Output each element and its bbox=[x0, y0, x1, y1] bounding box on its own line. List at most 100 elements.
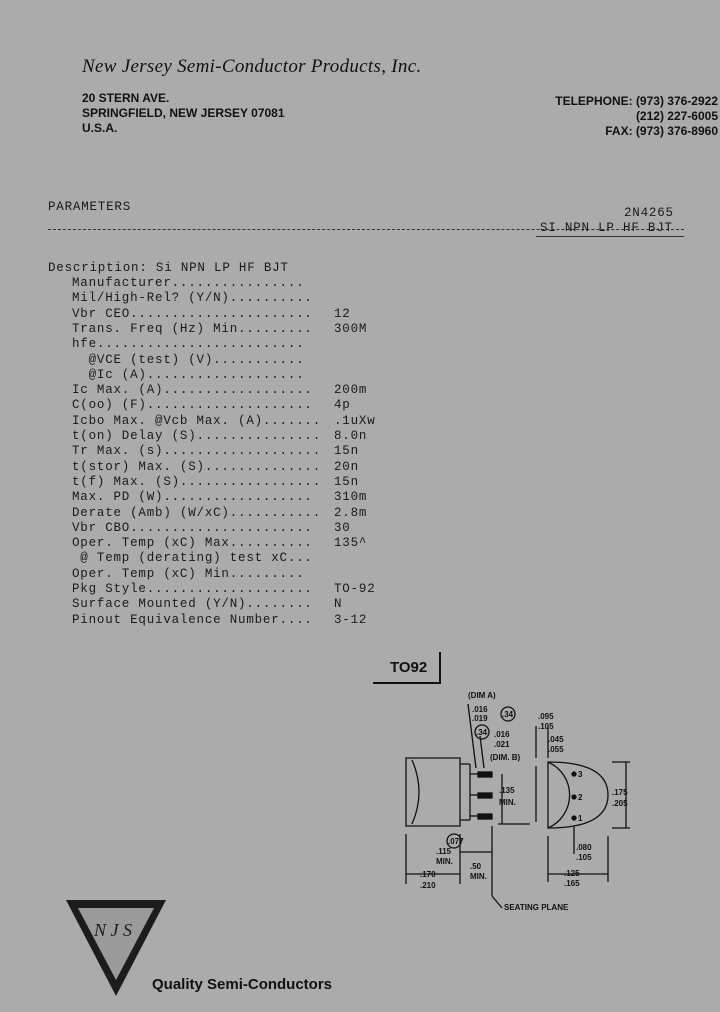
dim-label: MIN. bbox=[436, 857, 453, 866]
parameter-value: 200m bbox=[334, 383, 368, 398]
parameter-label: Vbr CEO...................... bbox=[72, 306, 313, 321]
parameter-value: 300M bbox=[334, 321, 368, 336]
dim-label: .135 bbox=[499, 786, 515, 795]
parameter-label: Mil/High-Rel? (Y/N).......... bbox=[72, 291, 313, 306]
parameters-label: PARAMETERS bbox=[48, 200, 132, 214]
parameter-row: t(stor) Max. (S).............. 20n bbox=[72, 459, 358, 475]
divider-line bbox=[48, 229, 684, 230]
dim-label: .095 bbox=[538, 712, 554, 721]
parameter-row: hfe......................... bbox=[72, 337, 304, 352]
parameter-row: Tr Max. (s)................... 15n bbox=[72, 444, 358, 459]
telephone-line: (212) 227-6005 bbox=[635, 109, 718, 123]
address-line: 20 STERN AVE. bbox=[82, 91, 170, 105]
pin-label: 1 bbox=[578, 814, 583, 823]
parameter-row: Derate (Amb) (W/xC)........... 2.8m bbox=[72, 505, 366, 521]
parameter-label: t(f) Max. (S)................. bbox=[72, 474, 322, 489]
parameter-value: 8.0n bbox=[334, 429, 368, 443]
to92-outline-diagram: (DIM A) .016 .019 .34 .34 .016 .021 (DIM… bbox=[405, 691, 630, 912]
dim-label: .045 bbox=[548, 735, 564, 744]
address-line: U.S.A. bbox=[82, 121, 118, 135]
parameter-row: Oper. Temp (xC) Max.......... 135^ bbox=[72, 536, 366, 551]
njs-triangle-logo: N J S bbox=[66, 900, 166, 996]
summary-underline bbox=[536, 236, 684, 237]
pin-label: 3 bbox=[578, 770, 583, 779]
pin-label: 2 bbox=[578, 793, 583, 802]
parameter-row: @ Temp (derating) test xC... bbox=[72, 551, 313, 566]
tagline: Quality Semi-Conductors bbox=[152, 976, 333, 993]
dim-label: .210 bbox=[420, 881, 436, 890]
parameter-label: Derate (Amb) (W/xC)........... bbox=[72, 505, 322, 520]
parameter-value: 15n bbox=[334, 444, 359, 459]
parameter-value: 2.8m bbox=[334, 505, 368, 520]
parameter-row: Trans. Freq (Hz) Min......... 300M bbox=[72, 321, 366, 337]
company-name: New Jersey Semi-Conductor Products, Inc. bbox=[82, 56, 422, 77]
parameter-label: C(oo) (F).................... bbox=[72, 398, 313, 413]
dim-label: .125 bbox=[564, 869, 580, 878]
parameter-value: .1uXw bbox=[334, 413, 376, 428]
dim-label: (DIM. B) bbox=[490, 753, 521, 762]
parameter-label: @ Temp (derating) test xC... bbox=[72, 551, 313, 566]
dim-label: .34 bbox=[476, 728, 488, 737]
parameter-value: N bbox=[334, 597, 343, 612]
parameter-row: Surface Mounted (Y/N)........ N bbox=[72, 597, 341, 612]
parameter-row: Oper. Temp (xC) Min......... bbox=[72, 567, 304, 582]
parameter-label: Pinout Equivalence Number.... bbox=[72, 612, 313, 627]
dim-label: .077 bbox=[448, 837, 464, 846]
parameter-label: @VCE (test) (V)........... bbox=[72, 352, 305, 367]
package-title: TO92 bbox=[390, 659, 428, 676]
parameter-row: t(on) Delay (S)...............8.0n bbox=[72, 429, 366, 444]
parameter-value: 20n bbox=[334, 459, 359, 474]
parameter-label: t(stor) Max. (S).............. bbox=[72, 459, 322, 474]
parameter-row: Vbr CBO......................30 bbox=[72, 521, 350, 536]
parameter-row: Icbo Max. @Vcb Max. (A)........1uXw bbox=[72, 414, 375, 429]
parameter-label: @Ic (A)................... bbox=[72, 367, 305, 382]
dim-label: .175 bbox=[612, 788, 628, 797]
dim-label: .019 bbox=[472, 714, 488, 723]
parameter-row: t(f) Max. (S).................15n bbox=[72, 474, 358, 490]
parameter-row: Mil/High-Rel? (Y/N).......... bbox=[72, 291, 313, 306]
part-summary: SI NPN LP HF BJT bbox=[540, 221, 673, 235]
parameter-label: Surface Mounted (Y/N)........ bbox=[72, 597, 313, 612]
dim-label: .080 bbox=[576, 843, 592, 852]
package-title-box bbox=[373, 652, 441, 684]
parameter-value: 3-12 bbox=[334, 612, 368, 627]
dim-label: .055 bbox=[548, 745, 564, 754]
dim-label: MIN. bbox=[470, 872, 487, 881]
parameter-value: 30 bbox=[334, 520, 351, 535]
parameter-row: @VCE (test) (V)........... bbox=[72, 353, 304, 368]
part-number: 2N4265 bbox=[624, 206, 674, 220]
parameter-list: Manufacturer................Mil/High-Rel… bbox=[72, 276, 392, 636]
parameter-value: 135^ bbox=[334, 536, 368, 551]
parameter-row: @Ic (A)................... bbox=[72, 368, 304, 383]
parameter-label: Oper. Temp (xC) Max.......... bbox=[72, 536, 313, 551]
dim-label: .016 bbox=[494, 730, 510, 739]
dim-label: .165 bbox=[564, 879, 580, 888]
dim-label: .105 bbox=[576, 853, 592, 862]
parameter-label: Oper. Temp (xC) Min......... bbox=[72, 566, 305, 581]
fax-line: FAX: (973) 376-8960 bbox=[605, 124, 718, 138]
parameter-label: Manufacturer................ bbox=[72, 276, 305, 290]
dim-label: .50 bbox=[470, 862, 482, 871]
parameter-value: 4p bbox=[334, 398, 351, 413]
parameter-row: Vbr CEO......................12 bbox=[72, 306, 350, 322]
dim-label: .105 bbox=[538, 722, 554, 731]
dim-label: .34 bbox=[502, 710, 514, 719]
parameter-row: Max. PD (W)..................310m bbox=[72, 490, 366, 505]
parameter-row: Pinout Equivalence Number.... 3-12 bbox=[72, 612, 366, 628]
seating-plane-label: SEATING PLANE bbox=[504, 903, 569, 912]
telephone-line: TELEPHONE: (973) 376-2922 bbox=[555, 94, 718, 108]
dim-label: .016 bbox=[472, 705, 488, 714]
logo-letters: N J S bbox=[93, 920, 132, 940]
parameter-label: hfe......................... bbox=[72, 337, 305, 352]
parameter-label: Pkg Style.................... bbox=[72, 582, 313, 596]
address-line: SPRINGFIELD, NEW JERSEY 07081 bbox=[82, 106, 285, 120]
parameter-row: Pkg Style.................... TO-92 bbox=[72, 582, 375, 597]
parameter-value: TO-92 bbox=[334, 582, 376, 596]
parameter-row: Manufacturer................ bbox=[72, 276, 304, 291]
parameter-label: Trans. Freq (Hz) Min......... bbox=[72, 321, 313, 336]
parameter-label: Ic Max. (A).................. bbox=[72, 383, 313, 398]
parameter-row: C(oo) (F).................... 4p bbox=[72, 398, 350, 413]
dim-label: .021 bbox=[494, 740, 510, 749]
parameter-label: Max. PD (W).................. bbox=[72, 490, 313, 505]
parameter-label: Tr Max. (s)................... bbox=[72, 444, 322, 459]
